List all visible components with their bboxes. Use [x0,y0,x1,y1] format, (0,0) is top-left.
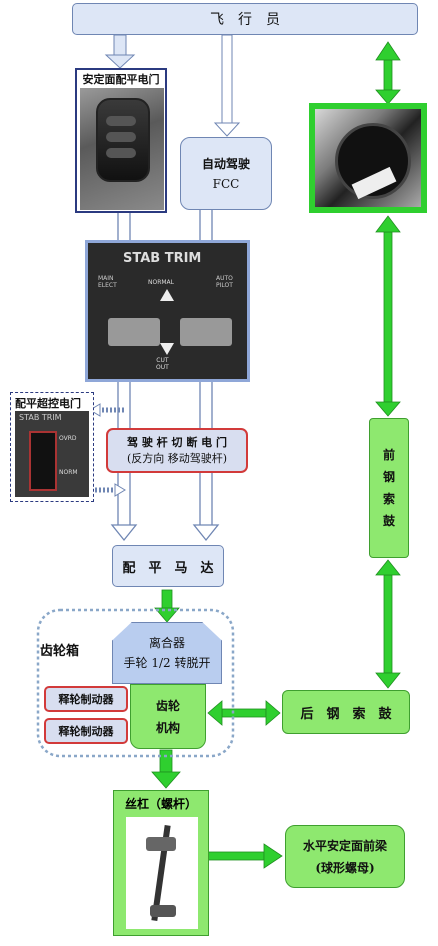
autopilot-title: 自动驾驶 [201,156,250,171]
rear-cable-drum-box: 后 钢 索 鼓 [282,690,410,734]
pilot-box: 飞 行 员 [72,3,418,35]
trim-switch-photo [80,88,164,210]
override-switch[interactable] [29,431,57,491]
brake-label-2: 释轮制动器 [58,725,114,738]
gear-line1: 齿轮 [155,698,180,713]
fcc-label: FCC [212,176,240,191]
front-spar-box: 水平安定面前梁 (球形螺母) [285,825,405,888]
brake-label-1: 释轮制动器 [58,693,114,706]
up-arrow-icon [160,289,174,301]
stab-trim-switch-label: 安定面配平电门 [82,73,160,86]
trim-motor-label: 配 平 马 达 [122,560,214,576]
override-arrows [89,403,126,497]
control-wheel-photo [309,103,427,213]
gear-mechanism-box: 齿轮 机构 [130,684,206,749]
trim-motor-box: 配 平 马 达 [112,545,224,587]
main-elect-label: MAIN ELECT [98,275,117,289]
norm-label: NORM [59,469,78,476]
column-cutout-switch-box: 驾 驶 杆 切 断 电 门 (反方向 移动驾驶杆) [106,428,248,473]
pilot-to-switch-arrow [104,34,136,69]
auto-pilot-switch[interactable] [180,318,232,346]
stab-trim-switch-panel: 安定面配平电门 [75,68,167,213]
override-switch-photo: STAB TRIM OVRD NORM [15,411,89,497]
stab-trim-title: STAB TRIM [123,251,202,266]
ovrd-label: OVRD [59,435,77,442]
autopilot-fcc-box: 自动驾驶 FCC [180,137,272,210]
front-spar-line2: (球形螺母) [315,860,375,875]
gearbox-boundary [36,608,235,758]
override-stab-trim-title: STAB TRIM [19,413,62,422]
front-cable-drum-label: 前 钢 索 鼓 [382,447,395,528]
cutout-label: CUT OUT [156,357,169,371]
green-arrows [151,41,401,869]
jackscrew-photo [126,817,198,929]
jackscrew-label: 丝杠（螺杆） [124,797,197,811]
gear-line2: 机构 [155,720,180,735]
jackscrew-box: 丝杠（螺杆） [113,790,209,936]
main-elect-switch[interactable] [108,318,160,346]
brake-box-2: 释轮制动器 [44,718,128,744]
pilot-label: 飞 行 员 [210,12,280,28]
down-arrow-icon [160,343,174,355]
rear-cable-drum-label: 后 钢 索 鼓 [300,706,392,722]
front-cable-drum-box: 前 钢 索 鼓 [369,418,409,558]
auto-pilot-label: AUTO PILOT [216,275,233,289]
override-panel: 配平超控电门 STAB TRIM OVRD NORM [10,392,94,502]
override-label: 配平超控电门 [15,397,81,410]
cutout-line2: (反方向 移动驾驶杆) [126,451,228,465]
brake-box-1: 释轮制动器 [44,686,128,712]
clutch-title: 离合器 [148,636,185,650]
stab-trim-cutout-panel: STAB TRIM MAIN ELECT AUTO PILOT NORMAL C… [85,240,250,382]
pilot-to-autopilot-arrow [213,34,241,137]
cutout-line1: 驾 驶 杆 切 断 电 门 [127,435,227,449]
gearbox-label: 齿轮箱 [40,644,80,659]
clutch-sub: 手轮 1/2 转脱开 [123,656,211,670]
normal-label: NORMAL [148,279,175,286]
clutch-box: 离合器 手轮 1/2 转脱开 [112,622,222,684]
front-spar-line1: 水平安定面前梁 [302,838,387,853]
